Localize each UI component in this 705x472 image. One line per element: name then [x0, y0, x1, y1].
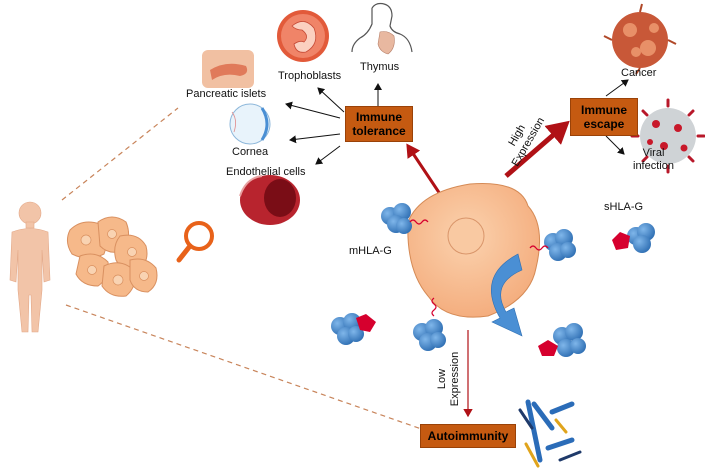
zoom-dashed-lines	[61, 107, 431, 433]
thymus-label: Thymus	[360, 61, 400, 73]
escape-arrows	[605, 79, 629, 155]
low-expression-label: Low Expression	[436, 351, 462, 407]
cancer-cell-icon	[603, 3, 677, 75]
cell-nucleus	[447, 217, 485, 255]
immune-tolerance-box: Immune tolerance	[345, 106, 413, 142]
fetus-icon	[277, 10, 329, 62]
mhla-g-bottom	[413, 297, 446, 351]
immune-escape-box: Immune escape	[570, 98, 638, 136]
expression-arrows	[406, 120, 570, 418]
magnifier-icon	[176, 221, 214, 263]
pancreas-icon	[202, 50, 254, 88]
human-body-icon	[9, 201, 51, 333]
virus-icon	[630, 98, 705, 174]
cornea-label: Cornea	[232, 146, 269, 158]
autoimmunity-box: Autoimmunity	[420, 424, 516, 448]
shla-g-left-free	[331, 313, 376, 345]
mhla-g-label: mHLA-G	[349, 245, 392, 257]
eye-icon	[229, 103, 271, 145]
mhla-g-left	[381, 203, 429, 234]
mhla-g-right	[529, 229, 576, 261]
pancreatic-islets-label: Pancreatic islets	[186, 88, 267, 100]
shedding-arrow	[491, 253, 523, 337]
shla-g-right	[612, 223, 655, 253]
cancer-label: Cancer	[621, 67, 657, 79]
blood-vessel-icon	[239, 175, 300, 225]
viral-infection-label: Viral infection	[633, 147, 674, 172]
antibody-icon	[518, 399, 582, 468]
tolerance-arrows	[285, 83, 382, 165]
shla-g-shed	[538, 323, 586, 357]
shla-g-label: sHLA-G	[604, 201, 644, 213]
endothelial-cells-label: Endothelial cells	[226, 166, 306, 178]
cell-cluster-icon	[66, 216, 158, 297]
thymus-torso-icon	[351, 2, 413, 55]
trophoblasts-label: Trophoblasts	[278, 70, 342, 82]
